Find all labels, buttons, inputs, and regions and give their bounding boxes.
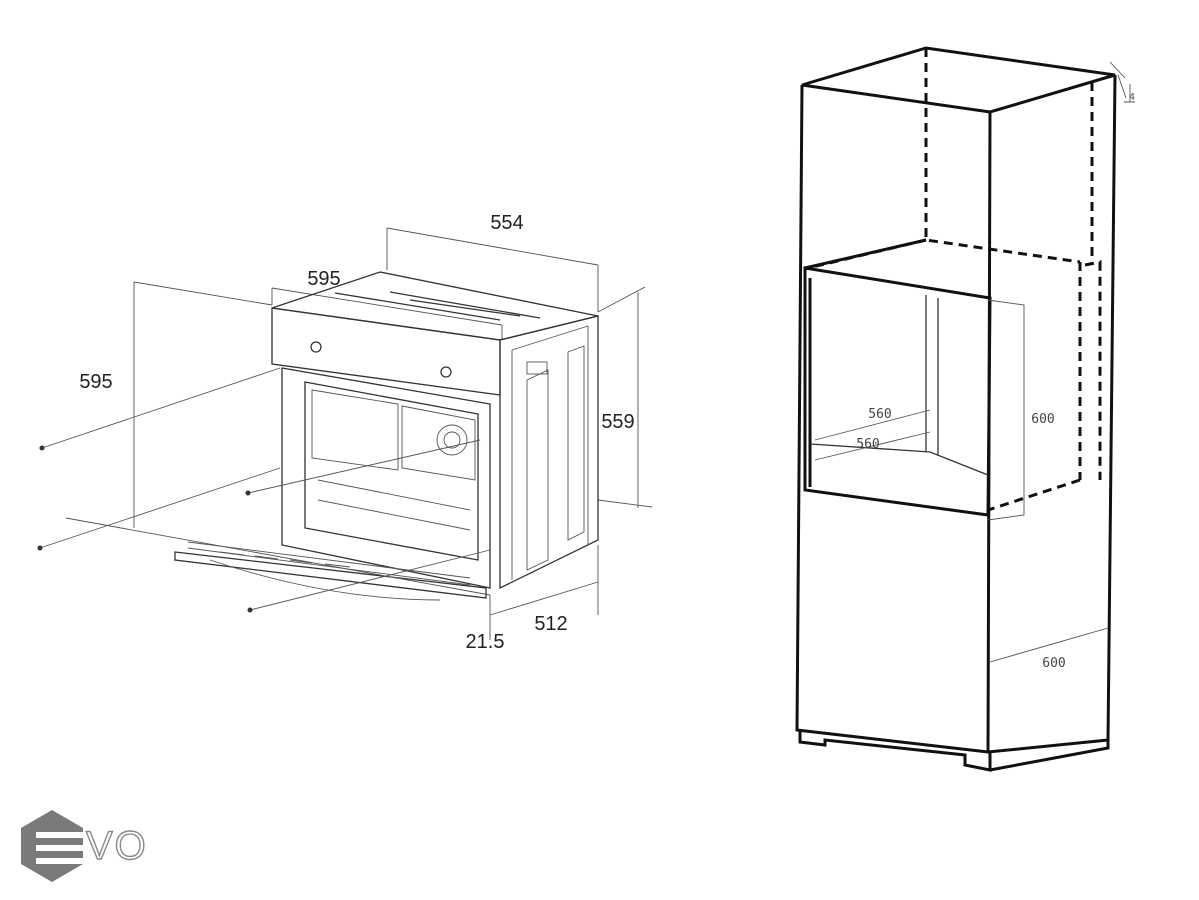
oven-door-offset-label: 21.5: [466, 631, 505, 653]
oven-width-top-label: 554: [490, 212, 523, 234]
cabinet-opening-height-label: 600: [1031, 412, 1054, 427]
cabinet-opening-front-width-label: 560: [856, 437, 879, 452]
oven-drawing: 554 595 595 559 512 21.5: [37, 212, 653, 653]
oven-dimension-lines: [133, 227, 653, 640]
oven-width-front-label: 595: [307, 268, 340, 290]
cabinet-drawing: 4 560 560 600 600: [795, 46, 1135, 772]
oven-height-left-label: 595: [79, 371, 112, 393]
oven-depth-label: 512: [534, 613, 567, 635]
oven-height-right-label: 559: [601, 411, 634, 433]
cabinet-depth-label: 600: [1042, 656, 1065, 671]
cabinet-top-gap-label: 4: [1129, 92, 1135, 103]
oven-body: [37, 271, 599, 613]
cabinet-opening-back-width-label: 560: [868, 407, 891, 422]
logo-text: VO: [86, 824, 148, 868]
brand-logo: VO: [21, 810, 148, 882]
